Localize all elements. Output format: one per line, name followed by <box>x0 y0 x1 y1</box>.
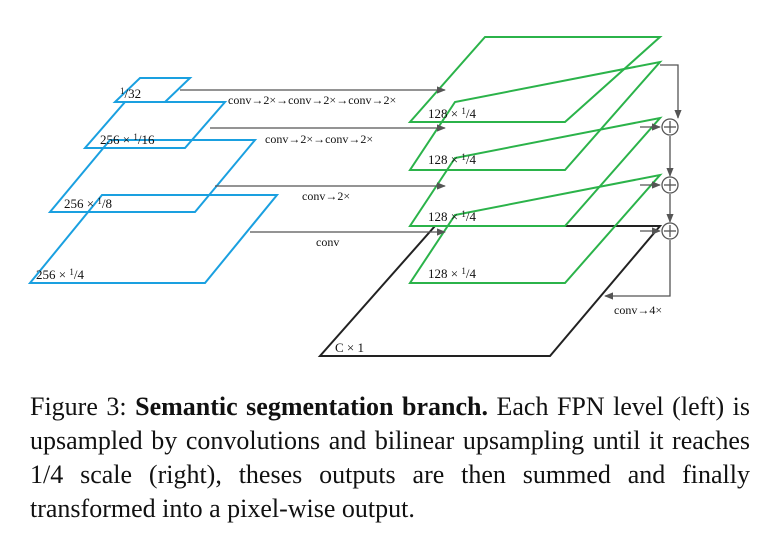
sum-node-1 <box>661 118 679 136</box>
fpn-label-4: 256 × 1/4 <box>36 267 84 282</box>
fpn-plane-1 <box>112 77 193 103</box>
fpn-label-1: 1/32 <box>120 86 141 101</box>
branch-output-plane-1 <box>407 36 663 123</box>
fpn-plane-2 <box>82 101 228 149</box>
caption-prefix: Figure 3: <box>30 392 136 421</box>
sum-line-top <box>660 64 682 119</box>
final-conv-line <box>604 240 671 300</box>
final-output-label: C × 1 <box>335 340 364 355</box>
caption-title: Semantic segmentation branch. <box>135 392 488 421</box>
caption-body: Each FPN level (left) is upsampled by co… <box>30 392 750 523</box>
figure-caption: Figure 3: Semantic segmentation branch. … <box>30 390 750 526</box>
final-flow-label: conv→4× <box>614 303 662 317</box>
branch-label-1: 128 × 1/4 <box>428 106 476 121</box>
flow-label-2: conv→2×→conv→2× <box>265 132 373 146</box>
branch-label-2: 128 × 1/4 <box>428 152 476 167</box>
fpn-plane-3 <box>47 139 258 213</box>
fpn-label-2: 256 × 1/16 <box>100 132 155 147</box>
sum-node-3 <box>661 222 679 240</box>
fpn-plane-4 <box>27 194 280 284</box>
flow-label-4: conv <box>316 235 339 249</box>
flow-label-1: conv→2×→conv→2×→conv→2× <box>228 93 396 107</box>
fpn-label-3: 256 × 1/8 <box>64 196 112 211</box>
final-output-plane <box>317 225 663 357</box>
semantic-segmentation-diagram: C × 1 conv→2×→conv→2×→conv→2× conv→2×→co… <box>27 36 682 357</box>
branch-label-3: 128 × 1/4 <box>428 209 476 224</box>
flow-label-3: conv→2× <box>302 189 350 203</box>
branch-output-plane-3 <box>408 116 663 227</box>
branch-output-plane-4 <box>408 173 663 284</box>
sum-node-2 <box>661 176 679 194</box>
branch-label-4: 128 × 1/4 <box>428 266 476 281</box>
